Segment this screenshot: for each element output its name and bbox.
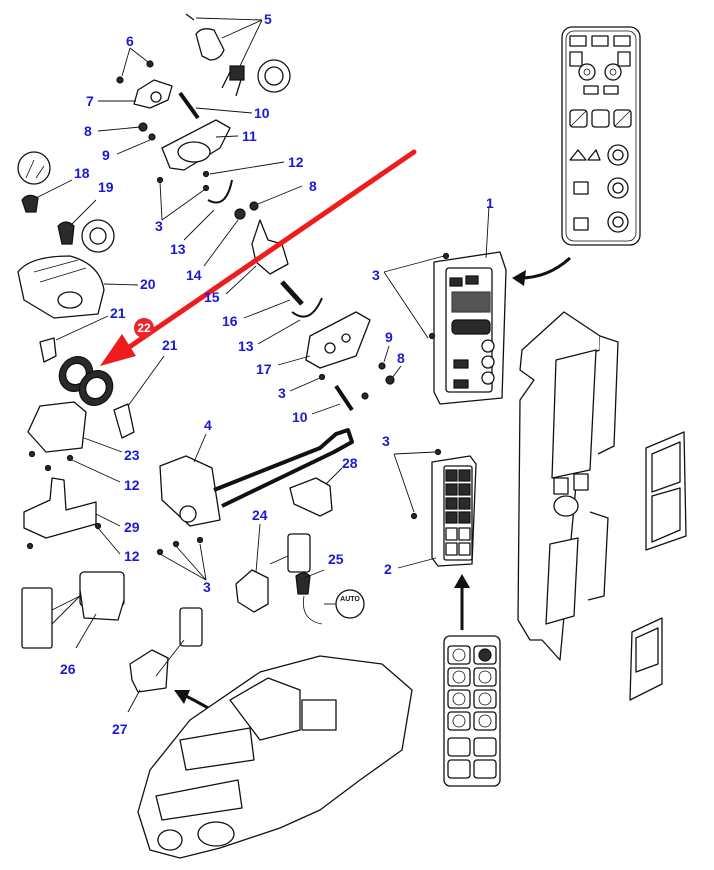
- callout-27[interactable]: 27: [112, 721, 128, 737]
- highlight-arrow-shaft: [125, 149, 417, 351]
- callout-17[interactable]: 17: [256, 361, 272, 377]
- part-24-25-group: AUTO: [235, 533, 365, 625]
- callout-12[interactable]: 12: [124, 477, 140, 493]
- callout-6[interactable]: 6: [126, 33, 134, 49]
- callouts: 5 6 7 10 8 11 9 12 18 8 19 3 13 14 20 15…: [60, 11, 494, 737]
- part-4-lever: [156, 428, 354, 556]
- callout-10[interactable]: 10: [292, 409, 308, 425]
- callout-29[interactable]: 29: [124, 519, 140, 535]
- callout-3[interactable]: 3: [203, 579, 211, 595]
- highlight-badge[interactable]: [134, 318, 154, 338]
- highlight-arrowhead: [100, 334, 136, 366]
- highlight-badge-label: 22: [137, 321, 151, 335]
- bezel-frame-large: [645, 431, 687, 551]
- lower-keypad-detail: [443, 635, 501, 787]
- callout-28[interactable]: 28: [342, 455, 358, 471]
- callout-19[interactable]: 19: [98, 179, 114, 195]
- callout-8[interactable]: 8: [309, 178, 317, 194]
- flow-arrow-panel-1: [519, 256, 572, 280]
- callout-21[interactable]: 21: [110, 305, 126, 321]
- part-5-group: [185, 13, 291, 97]
- callout-5[interactable]: 5: [264, 11, 272, 27]
- callout-8[interactable]: 8: [84, 123, 92, 139]
- callout-18[interactable]: 18: [74, 165, 90, 181]
- callout-25[interactable]: 25: [328, 551, 344, 567]
- callout-23[interactable]: 23: [124, 447, 140, 463]
- part-28-cover: [289, 477, 333, 517]
- callout-1[interactable]: 1: [486, 195, 494, 211]
- part-18-19-20-group: [17, 151, 115, 319]
- callout-8[interactable]: 8: [397, 350, 405, 366]
- callout-20[interactable]: 20: [140, 276, 156, 292]
- callout-10[interactable]: 10: [254, 105, 270, 121]
- callout-12[interactable]: 12: [124, 548, 140, 564]
- part-6-7-group: [116, 60, 173, 109]
- callout-9[interactable]: 9: [102, 147, 110, 163]
- callout-14[interactable]: 14: [186, 267, 202, 283]
- callout-11[interactable]: 11: [242, 128, 257, 144]
- callout-21[interactable]: 21: [162, 337, 178, 353]
- linkage-parts-group: [156, 170, 395, 412]
- flow-arrowhead-switch-27: [174, 690, 190, 704]
- callout-13[interactable]: 13: [170, 241, 186, 257]
- leader-lines: [35, 17, 490, 713]
- callout-13[interactable]: 13: [238, 338, 254, 354]
- armrest-side-panel: [517, 311, 619, 661]
- callout-7[interactable]: 7: [86, 93, 94, 109]
- part-26-27-group: [21, 571, 203, 693]
- callout-26[interactable]: 26: [60, 661, 76, 677]
- switch-panel-1: [428, 251, 507, 405]
- switch-panel-2: [410, 448, 477, 567]
- part-8-9-10-11-group: [138, 91, 231, 171]
- flow-arrowhead-panel-1: [512, 270, 526, 286]
- callout-3[interactable]: 3: [382, 433, 390, 449]
- callout-15[interactable]: 15: [204, 289, 220, 305]
- callout-24[interactable]: 24: [252, 507, 268, 523]
- part-22-knob-discs: [58, 356, 114, 406]
- callout-3[interactable]: 3: [372, 267, 380, 283]
- flow-arrowhead-panel-2: [454, 574, 470, 588]
- upper-control-panel-detail: [561, 26, 641, 246]
- callout-2[interactable]: 2: [384, 561, 392, 577]
- bezel-frame-small: [629, 617, 663, 701]
- callout-12[interactable]: 12: [288, 154, 304, 170]
- callout-3[interactable]: 3: [278, 385, 286, 401]
- callout-4[interactable]: 4: [204, 417, 212, 433]
- callout-3[interactable]: 3: [155, 218, 163, 234]
- armrest-console-housing: [137, 655, 413, 859]
- auto-badge-label: AUTO: [340, 596, 360, 603]
- callout-9[interactable]: 9: [385, 329, 393, 345]
- highlight-arrow-part-22: 22: [100, 149, 417, 366]
- part-21-22-23-group: [23, 337, 135, 550]
- callout-16[interactable]: 16: [222, 313, 238, 329]
